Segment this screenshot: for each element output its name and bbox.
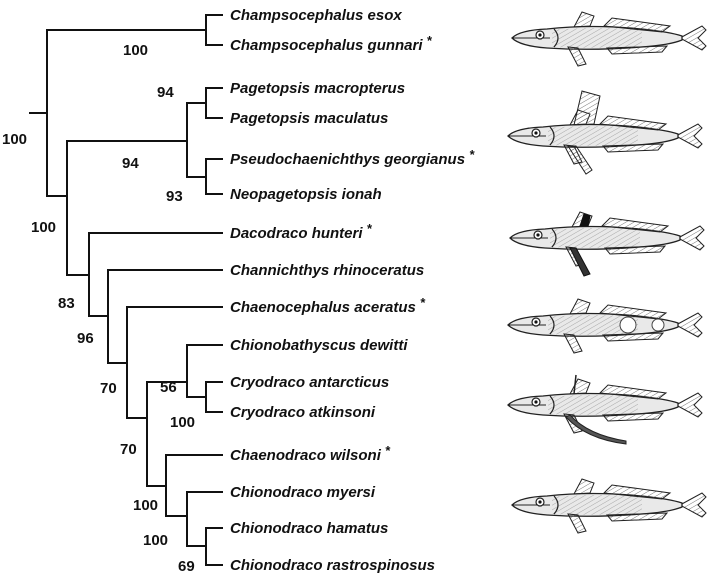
support-value: 100 <box>170 414 195 431</box>
tree-branches <box>30 15 222 565</box>
fish-illustration-champsocephalus <box>512 12 706 66</box>
fish-illustration-dacodraco <box>510 212 704 276</box>
support-value: 94 <box>157 84 174 101</box>
taxon-label: Chionodraco hamatus <box>230 520 388 537</box>
support-value: 83 <box>58 295 75 312</box>
taxon-label: Chionobathyscus dewitti <box>230 337 408 354</box>
taxon-label: Cryodraco antarcticus <box>230 374 389 391</box>
support-value: 56 <box>160 379 177 396</box>
support-value: 100 <box>123 42 148 59</box>
taxon-label: Neopagetopsis ionah <box>230 186 382 203</box>
support-value: 100 <box>133 497 158 514</box>
support-value: 100 <box>143 532 168 549</box>
taxon-label: Chionodraco rastrospinosus <box>230 557 435 574</box>
taxon-label: Champsocephalus esox <box>230 7 402 24</box>
taxon-label: Pseudochaenichthys georgianus* <box>230 147 475 168</box>
taxon-label: Champsocephalus gunnari* <box>230 33 433 54</box>
support-value: 96 <box>77 330 94 347</box>
support-value: 100 <box>31 219 56 236</box>
taxon-labels: Champsocephalus esox Champsocephalus gun… <box>230 7 475 574</box>
fish-illustration-chaenodraco <box>508 375 702 444</box>
support-value: 69 <box>178 558 195 575</box>
taxon-label: Chaenocephalus aceratus* <box>230 295 426 316</box>
support-value: 93 <box>166 188 183 205</box>
fish-illustration-chionodraco <box>512 479 706 533</box>
fish-illustrations <box>508 12 706 533</box>
support-value: 94 <box>122 155 139 172</box>
support-value: 70 <box>120 441 137 458</box>
fish-illustration-chaenocephalus <box>508 299 702 353</box>
fish-illustration-pseudochaenichthys <box>508 91 702 174</box>
taxon-label: Dacodraco hunteri* <box>230 221 373 242</box>
taxon-label: Chionodraco myersi <box>230 484 376 501</box>
taxon-label: Pagetopsis maculatus <box>230 110 388 127</box>
support-value: 100 <box>2 131 27 148</box>
support-value: 70 <box>100 380 117 397</box>
taxon-label: Channichthys rhinoceratus <box>230 262 424 279</box>
taxon-label: Cryodraco atkinsoni <box>230 404 376 421</box>
taxon-label: Chaenodraco wilsoni* <box>230 443 391 464</box>
taxon-label: Pagetopsis macropterus <box>230 80 405 97</box>
